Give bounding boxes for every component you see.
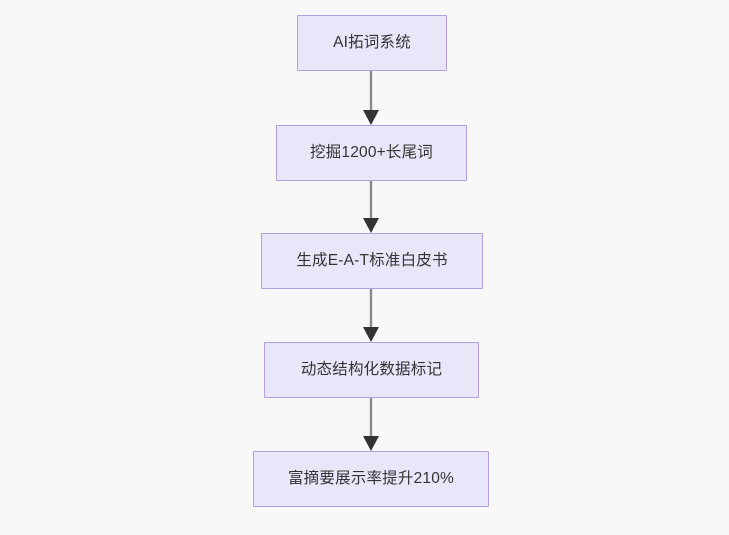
edge-n1-n2 <box>363 71 379 125</box>
flow-node-rich-snippet-impression-lift[interactable]: 富摘要展示率提升210% <box>253 451 489 507</box>
flow-node-mine-longtail-keywords[interactable]: 挖掘1200+长尾词 <box>276 125 467 181</box>
arrowhead-icon <box>363 110 379 125</box>
flow-node-label: 挖掘1200+长尾词 <box>309 144 434 162</box>
flow-node-label: 生成E-A-T标准白皮书 <box>296 252 448 270</box>
flow-node-label: 动态结构化数据标记 <box>300 361 443 379</box>
arrowhead-icon <box>363 218 379 233</box>
edge-n3-n4 <box>363 289 379 342</box>
flow-node-dynamic-structured-data-markup[interactable]: 动态结构化数据标记 <box>264 342 479 398</box>
arrowhead-icon <box>363 327 379 342</box>
flow-node-label: AI拓词系统 <box>333 34 411 52</box>
flow-node-label: 富摘要展示率提升210% <box>287 470 455 488</box>
edge-n4-n5 <box>363 398 379 451</box>
flow-node-generate-eat-whitepaper[interactable]: 生成E-A-T标准白皮书 <box>261 233 483 289</box>
edge-n2-n3 <box>363 181 379 233</box>
flow-node-ai-keyword-system[interactable]: AI拓词系统 <box>297 15 447 71</box>
arrowhead-icon <box>363 436 379 451</box>
